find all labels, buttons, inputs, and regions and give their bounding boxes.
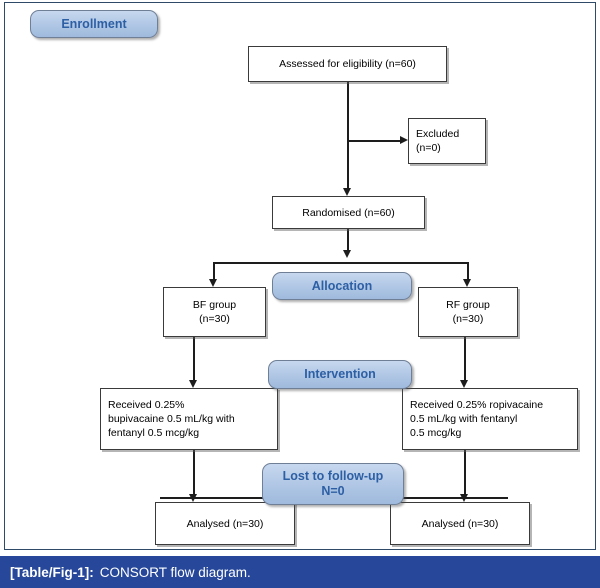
stage-label-lost-line2: N=0 [321,484,345,498]
connector-randomised-down [347,229,349,253]
connector-bf-intervention-to-analysed [193,450,195,494]
connector-rf-intervention-to-analysed [464,450,466,494]
node-assessed-line1: Assessed for eligibility (n=60) [279,58,416,70]
caption-text: CONSORT flow diagram. [99,564,251,580]
arrowhead-randomised [343,188,351,196]
node-bf-group-line1: BF group [192,299,237,311]
arrowhead-excluded [400,136,408,144]
arrowhead-rf-intervention [460,380,468,388]
node-randomised: Randomised (n=60) [272,196,425,229]
node-bf-group-line2: (n=30) [199,313,230,325]
stage-badge-enrollment: Enrollment [30,10,158,38]
node-excluded-line1: Excluded [416,128,460,140]
connector-split-bar [213,262,468,264]
node-bf-intervention-line1: Received 0.25% [108,399,185,411]
caption-label: [Table/Fig-1]: [10,564,94,580]
node-bf-analysed: Analysed (n=30) [155,502,295,545]
node-randomised-line1: Randomised (n=60) [302,206,395,219]
stage-label-lost-line1: Lost to follow-up [282,469,384,483]
arrowhead-randomised-split [343,250,351,258]
stage-label-enrollment: Enrollment [61,16,127,31]
connector-lost-left-tail [160,497,268,499]
node-rf-group-line1: RF group [446,299,490,311]
stage-badge-lost-to-followup: Lost to follow-up N=0 [262,463,404,505]
node-bf-intervention: Received 0.25% bupivacaine 0.5 mL/kg wit… [100,388,278,450]
node-excluded-line2: (n=0) [416,142,441,154]
connector-bf-group-to-intervention [193,337,195,380]
stage-badge-allocation: Allocation [272,272,412,300]
node-rf-group: RF group (n=30) [418,287,518,337]
node-rf-group-line2: (n=30) [452,313,484,325]
node-rf-intervention-line2: 0.5 mL/kg with fentanyl [410,413,518,425]
connector-split-right [467,262,469,280]
node-bf-intervention-line3: fentanyl 0.5 mcg/kg [108,427,200,439]
node-bf-analysed-line1: Analysed (n=30) [186,517,264,530]
figure-caption: [Table/Fig-1]: CONSORT flow diagram. [0,556,600,588]
node-rf-analysed: Analysed (n=30) [390,502,530,545]
node-rf-intervention-line3: 0.5 mcg/kg [410,427,462,439]
arrowhead-rf-group [463,279,471,287]
connector-rf-group-to-intervention [464,337,466,380]
node-excluded: Excluded (n=0) [408,118,486,164]
node-assessed-for-eligibility: Assessed for eligibility (n=60) [248,46,447,82]
arrowhead-bf-intervention [189,380,197,388]
connector-assessed-to-randomised [347,82,349,188]
stage-badge-intervention: Intervention [268,360,412,389]
stage-label-allocation: Allocation [311,278,373,293]
node-bf-intervention-line2: bupivacaine 0.5 mL/kg with [108,413,235,425]
connector-lost-right-tail [398,497,508,499]
node-rf-intervention: Received 0.25% ropivacaine 0.5 mL/kg wit… [402,388,578,450]
connector-split-left [213,262,215,280]
node-rf-intervention-line1: Received 0.25% ropivacaine [410,399,544,411]
connector-to-excluded [347,140,400,142]
node-rf-analysed-line1: Analysed (n=30) [421,517,499,530]
arrowhead-bf-group [209,279,217,287]
stage-label-intervention: Intervention [304,367,376,381]
node-bf-group: BF group (n=30) [163,287,266,337]
